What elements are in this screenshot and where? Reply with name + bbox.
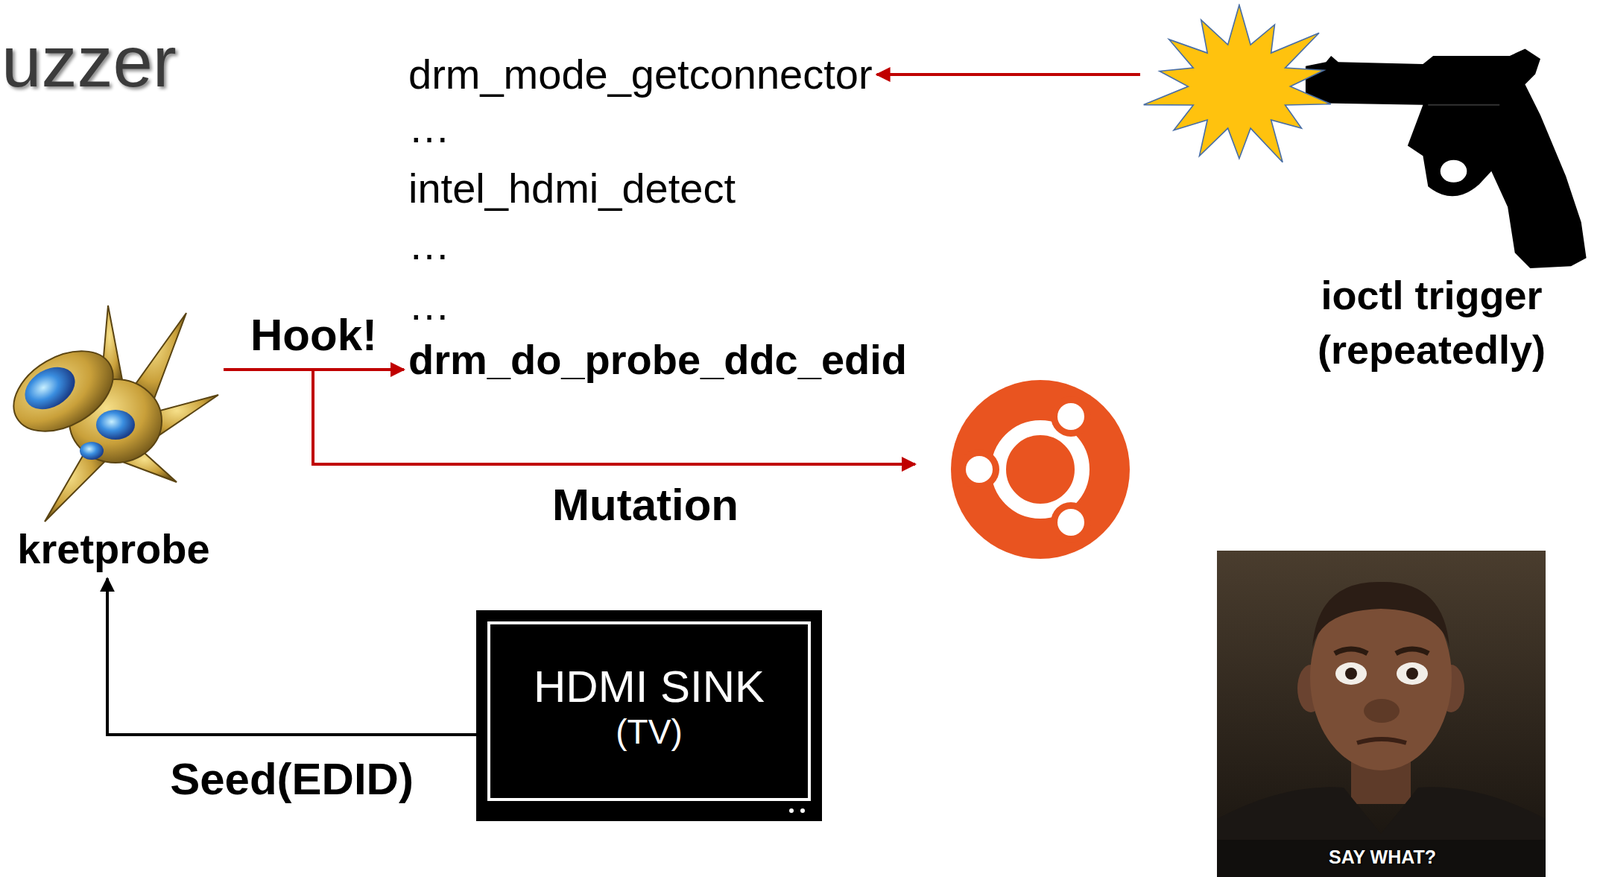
ubuntu-logo — [1050, 396, 1092, 437]
connector-arrow — [223, 368, 404, 372]
probe-icon — [44, 450, 105, 522]
meme-photo — [1395, 649, 1429, 654]
slide-title: uzzer — [1, 20, 177, 103]
mutation-arrow — [312, 369, 916, 465]
kretprobe-icon: kretprobe — [3, 301, 224, 574]
explosion-burst — [1143, 5, 1331, 163]
ubuntu-logo — [959, 449, 1000, 490]
meme-photo — [1216, 550, 1546, 877]
meme-caption: SAY WHAT? — [1328, 845, 1437, 869]
revolver-illustration — [1427, 104, 1500, 106]
node-text: (TV) — [476, 711, 822, 753]
revolver-illustration — [1440, 160, 1468, 183]
function-name: drm_mode_getconnector — [408, 49, 873, 100]
meme-photo — [1216, 839, 1546, 877]
ioctl-trigger: ioctl trigger (repeatedly) — [1140, 3, 1588, 378]
arrow-label: Mutation — [552, 478, 739, 533]
ubuntu-logo — [1050, 502, 1092, 543]
meme-photo — [1312, 582, 1450, 648]
meme-photo — [1363, 699, 1400, 723]
ellipsis: … — [408, 102, 451, 153]
meme-photo — [1345, 667, 1358, 680]
function-name: intel_hdmi_detect — [408, 163, 736, 214]
ellipsis: … — [408, 219, 451, 270]
connector-arrow — [107, 578, 477, 735]
node-text: HDMI SINK — [476, 662, 822, 712]
probe-icon — [3, 301, 220, 524]
meme-photo — [1357, 739, 1407, 743]
probe-icon — [17, 358, 82, 418]
edge-label: Hook! — [250, 308, 378, 363]
node-text: drm_mode_getconnector — [408, 49, 873, 100]
connector-arrow — [877, 73, 1141, 77]
led-dot — [789, 808, 794, 814]
meme-photo — [1334, 649, 1368, 654]
revolver-illustration — [1305, 48, 1587, 269]
ellipsis: … — [408, 280, 451, 331]
node-text: ioctl trigger (repeatedly) — [1304, 268, 1559, 378]
hdmi-sink-box: HDMI SINK(TV) — [476, 610, 822, 822]
node-text: kretprobe — [3, 523, 224, 574]
ubuntu-logo — [1057, 508, 1085, 536]
meme-photo — [1335, 662, 1367, 685]
revolver-illustration — [1140, 3, 1588, 269]
ubuntu-logo — [998, 427, 1083, 512]
probe-icon — [79, 441, 104, 460]
meme-photo — [1406, 667, 1419, 680]
ubuntu-logo — [1057, 403, 1085, 430]
node-text: intel_hdmi_detect — [408, 163, 736, 214]
node-text: drm_do_probe_ddc_edid — [408, 334, 907, 385]
edge-label: Seed(EDID) — [169, 752, 414, 807]
meme-photo — [1216, 550, 1546, 877]
led-dot — [800, 808, 805, 814]
ubuntu-logo — [950, 380, 1130, 559]
meme-photo — [1216, 786, 1546, 877]
probe-icon — [96, 409, 135, 440]
ubuntu-logo — [950, 380, 1130, 559]
ubuntu-logo — [965, 456, 993, 483]
function-name: drm_do_probe_ddc_edid — [408, 334, 907, 385]
meme-photo — [1396, 662, 1428, 685]
